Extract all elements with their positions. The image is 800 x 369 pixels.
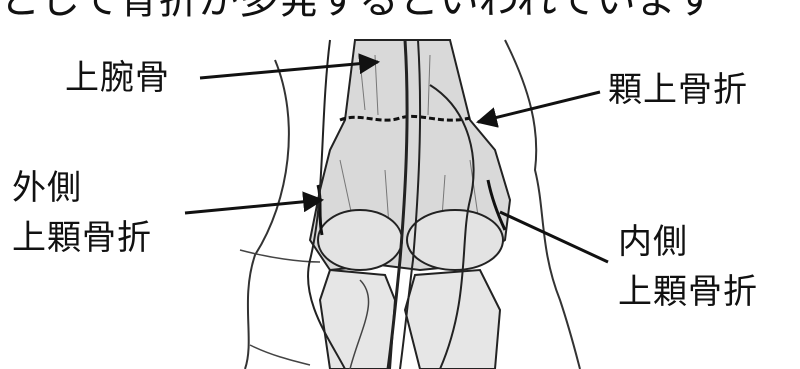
ulna	[405, 270, 500, 369]
arrow-supracondylar	[478, 92, 600, 122]
arrow-lateral-epicondyle	[185, 200, 322, 213]
lateral-condyle	[318, 210, 402, 270]
arrow-medial-epicondyle	[500, 212, 608, 262]
arm-outline-left	[245, 60, 289, 369]
label-humerus: 上腕骨	[65, 58, 170, 98]
skin-crease	[240, 250, 320, 262]
label-supracondylar-fracture: 顆上骨折	[608, 70, 748, 110]
skin-crease-lower	[250, 345, 310, 365]
radius	[320, 270, 395, 369]
label-lateral-line1: 外側	[12, 168, 82, 208]
arm-outline-right	[505, 40, 580, 369]
label-lateral-line2: 上顆骨折	[12, 218, 152, 258]
label-medial-line1: 内側	[618, 222, 688, 262]
label-medial-line2: 上顆骨折	[618, 272, 758, 312]
medial-condyle	[407, 210, 503, 270]
